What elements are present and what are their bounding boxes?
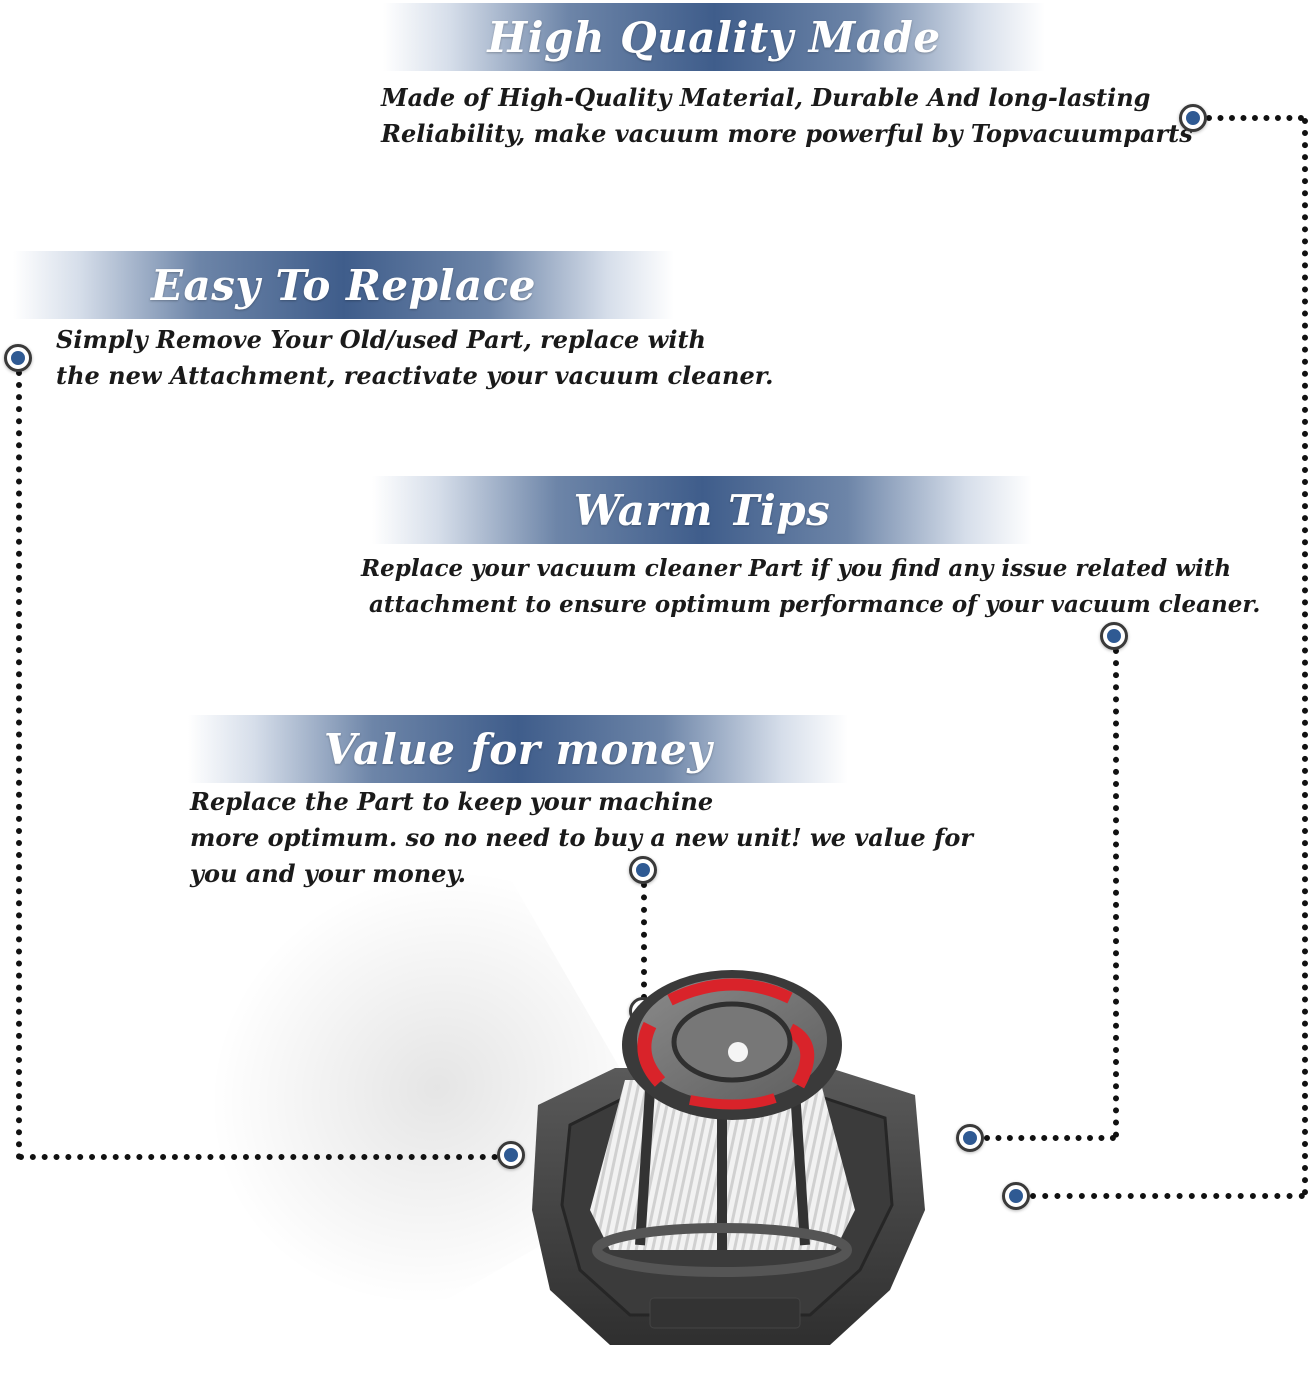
desc-easy-replace: Simply Remove Your Old/used Part, replac…	[56, 322, 774, 394]
banner-title-high-quality: High Quality Made	[487, 12, 941, 62]
vacuum-filter-image	[532, 970, 925, 1345]
red-clip	[667, 978, 793, 1006]
desc-line: you and your money.	[190, 859, 466, 888]
desc-line: attachment to ensure optimum performance…	[361, 591, 1261, 618]
connector-quality-bottom	[1030, 1193, 1305, 1199]
banner-easy-replace: Easy To Replace	[13, 251, 674, 319]
target-dot-icon	[629, 856, 657, 884]
banner-warm-tips: Warm Tips	[372, 476, 1032, 544]
red-clip	[689, 1093, 777, 1110]
desc-line: Simply Remove Your Old/used Part, replac…	[56, 325, 706, 354]
desc-high-quality: Made of High-Quality Material, Durable A…	[381, 80, 1193, 152]
target-dot-icon	[1100, 622, 1128, 650]
banner-title-easy-replace: Easy To Replace	[151, 260, 536, 310]
banner-high-quality: High Quality Made	[383, 3, 1045, 71]
connector-replace-left	[16, 370, 22, 1160]
red-clip	[637, 1021, 666, 1087]
target-dot-icon	[956, 1124, 984, 1152]
desc-line: Reliability, make vacuum more powerful b…	[381, 119, 1193, 148]
desc-line: more optimum. so no need to buy a new un…	[190, 823, 973, 852]
desc-line: Replace your vacuum cleaner Part if you …	[361, 555, 1232, 582]
connector-replace-bottom	[18, 1154, 498, 1160]
connector-tips-vertical	[1113, 648, 1119, 1138]
target-dot-icon	[1002, 1182, 1030, 1210]
banner-value-money: Value for money	[188, 715, 848, 783]
connector-quality-right	[1302, 118, 1308, 1196]
banner-title-warm-tips: Warm Tips	[573, 485, 831, 535]
connector-quality-top	[1206, 115, 1304, 121]
banner-title-value-money: Value for money	[323, 724, 713, 774]
target-dot-icon	[1179, 104, 1207, 132]
target-dot-icon	[497, 1141, 525, 1169]
connector-value-vertical	[641, 882, 647, 1000]
desc-value-money: Replace the Part to keep your machine mo…	[190, 784, 973, 892]
red-clip	[786, 1023, 815, 1089]
connector-tips-horizontal	[984, 1135, 1116, 1141]
desc-warm-tips: Replace your vacuum cleaner Part if you …	[361, 551, 1260, 623]
desc-line: Made of High-Quality Material, Durable A…	[381, 83, 1151, 112]
target-dot-icon	[4, 344, 32, 372]
desc-line: Replace the Part to keep your machine	[190, 787, 714, 816]
desc-line: the new Attachment, reactivate your vacu…	[56, 361, 774, 390]
